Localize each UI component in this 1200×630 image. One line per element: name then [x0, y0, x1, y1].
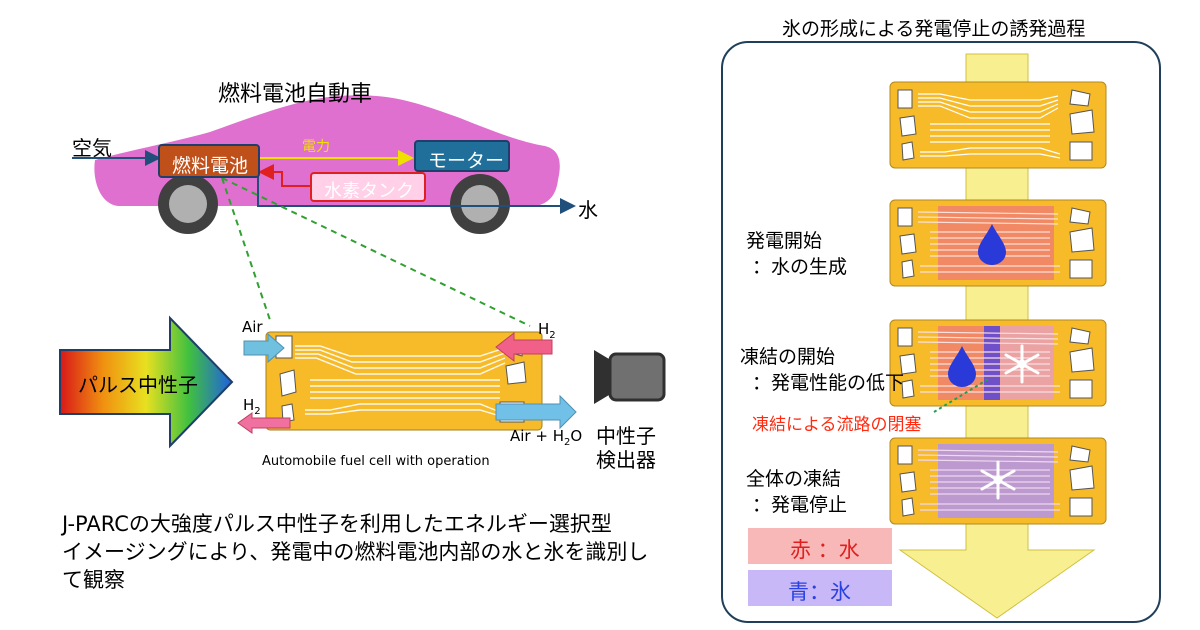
cell-h2-in-label: H2 — [538, 320, 556, 341]
hydrogen-tank-label: 水素タンク — [324, 181, 414, 202]
detector-label-line1: 中性子 — [596, 424, 656, 448]
stage3-label-line2: ：発電性能の低下 — [752, 372, 905, 394]
motor-box: モーター — [414, 140, 510, 172]
panel-title: 氷の形成による発電停止の誘発過程 — [778, 14, 1090, 41]
air-inlet-arrow — [243, 332, 285, 364]
hydrogen-supply-arrow — [258, 164, 310, 187]
zoom-line-right — [221, 177, 531, 327]
cell-h2-out-label: H2 — [243, 396, 261, 417]
stage2-label-line1: 発電開始 — [746, 230, 823, 252]
car-title: 燃料電池自動車 — [218, 82, 373, 107]
stage2-label-line2: ：水の生成 — [752, 256, 848, 278]
front-wheel — [158, 174, 218, 234]
water-outflow-arrow — [257, 172, 576, 214]
water-drop-icon — [978, 224, 1006, 265]
snowflake-icon — [980, 460, 1016, 500]
fuel-cell-box: 燃料電池 — [158, 144, 260, 178]
blockage-label: 凍結による流路の閉塞 — [752, 415, 922, 435]
legend-water-label: 赤 ：水 — [790, 538, 860, 562]
detector-label-line2: 検出器 — [596, 448, 656, 472]
ice-blockage-band — [984, 326, 1000, 400]
stage2-cell-plate — [889, 199, 1107, 287]
power-label: 電力 — [302, 139, 330, 155]
stage1-cell-plate — [889, 81, 1107, 169]
hydrogen-tank-box: 水素タンク — [310, 172, 426, 202]
h2-inlet-arrow — [495, 331, 553, 363]
legend-water-swatch — [748, 528, 892, 564]
cell-air-h2o-out-label: Air + H2O — [510, 427, 583, 448]
fuel-cell-label: 燃料電池 — [172, 155, 249, 177]
motor-label: モーター — [428, 150, 505, 172]
description-line2: イメージングにより、発電中の燃料電池内部の水と氷を識別し — [62, 540, 649, 564]
cell-air-in-label: Air — [242, 318, 263, 336]
cell-caption: Automobile fuel cell with operation — [262, 454, 490, 469]
zoom-line-left — [221, 177, 271, 321]
neutron-detector — [594, 350, 666, 404]
stage3-label-line1: 凍結の開始 — [740, 346, 836, 368]
water-label: 水 — [578, 198, 598, 222]
air-h2o-outlet-arrow — [495, 394, 577, 430]
h2-outlet-arrow — [237, 412, 291, 434]
neutron-beam-arrow — [59, 315, 234, 449]
water-drop-icon — [948, 346, 976, 387]
stage3-cell-plate — [889, 319, 1107, 407]
description-line3: て観察 — [62, 568, 125, 592]
legend-ice-label: 青：氷 — [788, 580, 851, 604]
neutron-label: パルス中性子 — [78, 373, 198, 397]
stage4-label-line1: 全体の凍結 — [746, 468, 842, 490]
stage4-label-line2: ：発電停止 — [752, 494, 848, 516]
description-line1: J-PARCの大強度パルス中性子を利用したエネルギー選択型 — [62, 512, 612, 536]
legend-ice-swatch — [748, 570, 892, 606]
blockage-pointer — [933, 377, 991, 413]
snowflake-icon — [1004, 344, 1040, 384]
car-body — [94, 95, 560, 206]
air-label: 空気 — [72, 136, 112, 160]
rear-wheel — [450, 174, 510, 234]
stage4-cell-plate — [889, 437, 1107, 525]
